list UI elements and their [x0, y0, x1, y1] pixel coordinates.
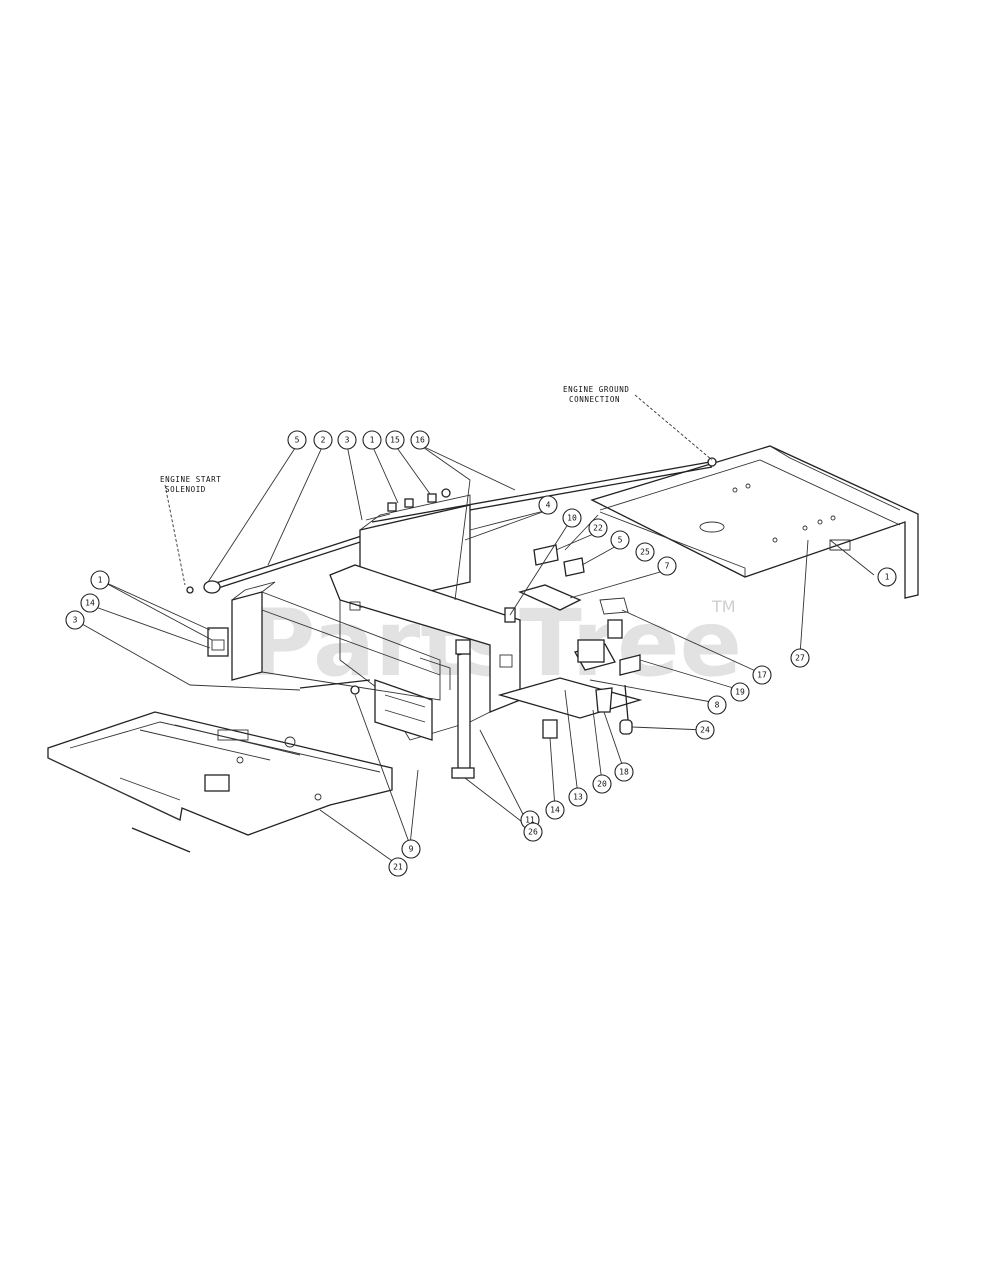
callout-1b: 1 — [90, 570, 110, 590]
svg-text:1: 1 — [885, 573, 890, 582]
svg-text:4: 4 — [546, 501, 551, 510]
callout-17: 17 — [752, 665, 772, 685]
callout-3b: 3 — [65, 610, 85, 630]
callout-15: 15 — [385, 430, 405, 450]
svg-text:13: 13 — [573, 793, 583, 802]
callout-20: 20 — [592, 774, 612, 794]
callout-7: 7 — [657, 556, 677, 576]
callout-14: 14 — [80, 593, 100, 613]
svg-text:25: 25 — [640, 548, 650, 557]
callout-18: 18 — [614, 762, 634, 782]
svg-text:18: 18 — [619, 768, 629, 777]
callout-21: 21 — [388, 857, 408, 877]
callout-4: 4 — [538, 495, 558, 515]
svg-text:1: 1 — [98, 576, 103, 585]
callout-10: 10 — [562, 508, 582, 528]
callout-26: 26 — [523, 822, 543, 842]
battery-tray-bracket — [329, 564, 521, 741]
solenoid-cable — [186, 529, 383, 594]
rear-chassis-plate — [590, 445, 919, 599]
svg-text:14: 14 — [85, 599, 95, 608]
callout-13: 13 — [568, 787, 588, 807]
svg-text:3: 3 — [345, 436, 350, 445]
note-engine-start-line2: SOLENOID — [165, 485, 206, 494]
callout-8: 8 — [707, 695, 727, 715]
callout-24: 24 — [695, 720, 715, 740]
left-upright-bracket — [207, 581, 441, 701]
callout-16: 16 — [410, 430, 430, 450]
watermark-trademark: TM — [711, 597, 736, 616]
svg-text:9: 9 — [409, 845, 414, 854]
svg-text:2: 2 — [321, 436, 326, 445]
hold-down-strap — [451, 639, 475, 779]
callout-19: 19 — [730, 682, 750, 702]
svg-text:26: 26 — [528, 828, 538, 837]
svg-text:1: 1 — [370, 436, 375, 445]
switch-bracket-assembly — [497, 544, 643, 739]
note-engine-ground-line1: ENGINE GROUND — [563, 385, 630, 394]
svg-text:5: 5 — [618, 536, 623, 545]
callout-5b: 5 — [610, 530, 630, 550]
leader-lines — [74, 394, 875, 866]
callout-2: 2 — [313, 430, 333, 450]
svg-text:10: 10 — [567, 514, 577, 523]
svg-text:27: 27 — [795, 654, 805, 663]
callout-27: 27 — [790, 648, 810, 668]
svg-text:20: 20 — [597, 780, 607, 789]
svg-text:5: 5 — [295, 436, 300, 445]
note-engine-start: ENGINE START SOLENOID — [160, 475, 221, 494]
svg-text:7: 7 — [665, 562, 670, 571]
callout-25: 25 — [635, 542, 655, 562]
callout-1: 1 — [362, 430, 382, 450]
svg-text:21: 21 — [393, 863, 403, 872]
note-engine-start-line1: ENGINE START — [160, 475, 221, 484]
callout-1c: 1 — [877, 567, 897, 587]
svg-text:24: 24 — [700, 726, 710, 735]
callout-3: 3 — [337, 430, 357, 450]
callout-5: 5 — [287, 430, 307, 450]
svg-text:19: 19 — [735, 688, 745, 697]
svg-text:14: 14 — [550, 806, 560, 815]
svg-text:22: 22 — [593, 524, 603, 533]
callout-9: 9 — [401, 839, 421, 859]
callout-14b: 14 — [545, 800, 565, 820]
front-deck-plate — [47, 711, 393, 853]
svg-text:8: 8 — [715, 701, 720, 710]
callout-22: 22 — [588, 518, 608, 538]
note-engine-ground: ENGINE GROUND CONNECTION — [563, 385, 630, 404]
svg-text:11: 11 — [525, 816, 535, 825]
svg-text:16: 16 — [415, 436, 425, 445]
svg-text:3: 3 — [73, 616, 78, 625]
svg-text:17: 17 — [757, 671, 767, 680]
svg-text:15: 15 — [390, 436, 400, 445]
note-engine-ground-line2: CONNECTION — [569, 395, 620, 404]
